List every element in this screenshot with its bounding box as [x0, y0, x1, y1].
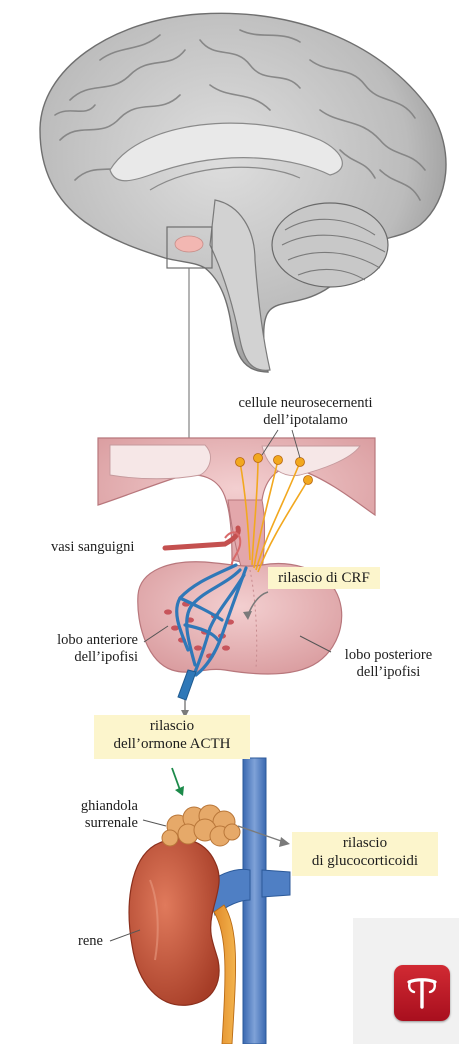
- label-blood-vessels: vasi sanguigni: [51, 539, 134, 556]
- publisher-logo-icon: [394, 965, 450, 1021]
- pituitary-highlight: [175, 236, 203, 252]
- label-neurosecretory-cells: cellule neurosecernenti dell’ipotalamo: [218, 395, 393, 429]
- label-kidney: rene: [78, 933, 103, 950]
- label-crf-release: rilascio di CRF: [268, 567, 380, 589]
- label-acth-release: rilascio dell’ormone ACTH: [94, 715, 250, 759]
- label-adrenal-gland: ghiandola surrenale: [40, 798, 138, 832]
- label-glucocorticoid-release: rilascio di glucocorticoidi: [292, 832, 438, 876]
- label-anterior-lobe: lobo anteriore dell’ipofisi: [30, 632, 138, 666]
- brain: [40, 13, 446, 372]
- adrenal-gland: [162, 805, 240, 846]
- label-posterior-lobe: lobo posteriore dell’ipofisi: [325, 647, 452, 681]
